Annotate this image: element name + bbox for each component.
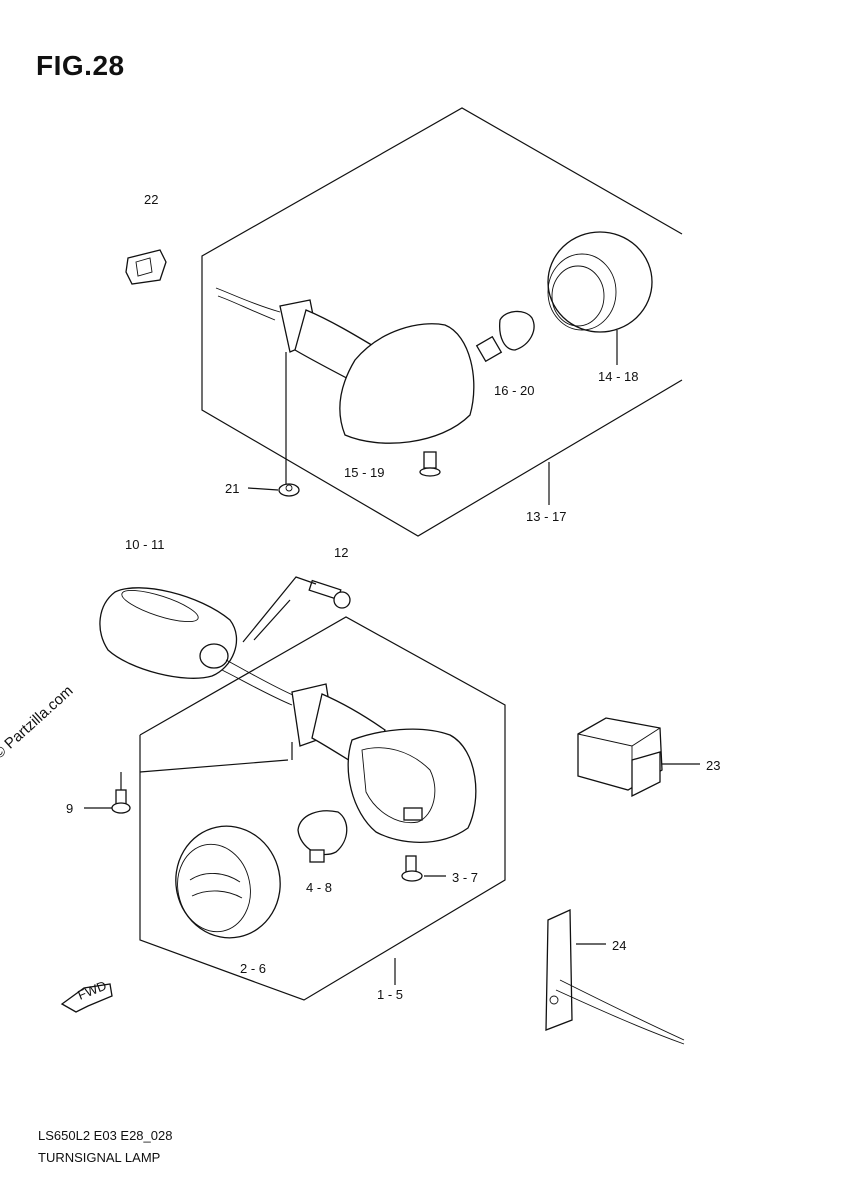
washer-21-part: [278, 483, 300, 497]
callout-12: 12: [334, 545, 348, 560]
callout-16: 16 - 20: [494, 383, 534, 398]
callout-15: 15 - 19: [344, 465, 384, 480]
lower-bulb-part: [297, 810, 348, 863]
callout-22: 22: [144, 192, 158, 207]
lower-group-box: [139, 616, 506, 1001]
callout-21: 21: [225, 481, 239, 496]
screw-9-part: [111, 789, 131, 814]
mounting-arm-part: [99, 587, 238, 679]
figure-title: FIG.28: [36, 50, 125, 81]
footer-diagram-name: TURNSIGNAL LAMP: [38, 1150, 161, 1165]
leader-9-upper: [139, 759, 289, 773]
upper-lens-part: [547, 231, 653, 333]
callout-24: 24: [612, 938, 626, 953]
upper-screw-part: [419, 451, 441, 477]
clip-22-part: [125, 249, 167, 285]
leader-arm-bolt: [242, 576, 317, 643]
callout-13: 13 - 17: [526, 509, 566, 524]
upper-signal-housing: [215, 287, 475, 444]
callout-9: 9: [66, 801, 73, 816]
lower-lens-part: [175, 825, 281, 939]
relay-23-part: [577, 717, 663, 798]
callout-4: 4 - 8: [306, 880, 332, 895]
leader-arm: [253, 599, 291, 641]
callout-3: 3 - 7: [452, 870, 478, 885]
fwd-arrow-icon: FWD: [60, 978, 113, 1013]
bracket-24-part: [545, 908, 685, 1045]
lower-signal-housing: [291, 683, 477, 843]
bolt-12-part: [308, 579, 351, 609]
callout-23: 23: [706, 758, 720, 773]
lower-cable-2: [221, 669, 293, 706]
lower-cable: [225, 659, 296, 697]
callout-14: 14 - 18: [598, 369, 638, 384]
footer-diagram-code: LS650L2 E03 E28_028: [38, 1128, 173, 1143]
upper-group-box: [201, 107, 683, 537]
leader-21-label: [247, 487, 279, 491]
upper-bulb-part: [475, 310, 535, 363]
callout-10: 10 - 11: [125, 537, 165, 552]
callout-1: 1 - 5: [377, 987, 403, 1002]
lower-screw-part: [401, 855, 423, 882]
callout-2: 2 - 6: [240, 961, 266, 976]
